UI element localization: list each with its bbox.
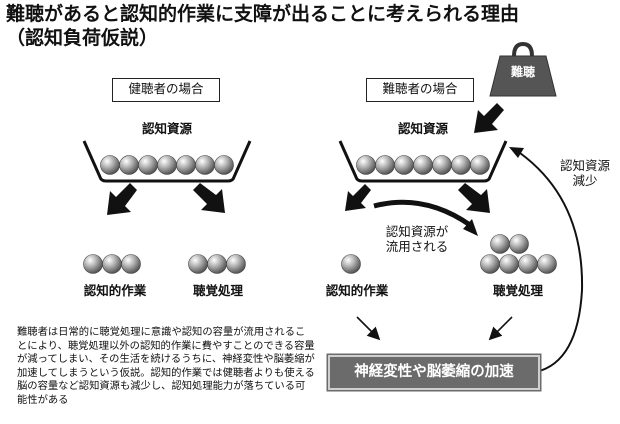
right-panel-header: 難聴者の場合: [366, 78, 474, 102]
left-resource-label: 認知資源: [141, 121, 192, 136]
right-bowl: [338, 140, 508, 183]
left-arrow-to-task: [107, 183, 137, 215]
left-task-balls: [83, 254, 141, 274]
reduction-label-line-1: 認知資源: [559, 158, 610, 173]
right-resource-label: 認知資源: [397, 121, 448, 136]
left-arrow-to-hearing: [193, 183, 225, 213]
right-hearing-label: 聴覚処理: [492, 283, 543, 298]
right-arrow-to-task: [345, 184, 371, 211]
description-text: 難聴者は日常的に聴覚処理に意識や認知の容量が流用されることにより、聴覚処理以外の…: [17, 326, 315, 406]
diverted-label-line-2: 流用される: [385, 239, 449, 254]
diverted-label-line-1: 認知資源が: [385, 224, 449, 239]
feedback-loop-arrow-head: [509, 147, 524, 158]
result-banner: 神経変性や脳萎縮の加速: [328, 355, 540, 390]
left-hearing-balls: [188, 254, 246, 274]
feedback-loop-arrow: [519, 152, 584, 373]
right-hearing-balls: [480, 234, 557, 274]
hearing-to-banner-arrow: [488, 316, 513, 341]
title-line-2: （認知負荷仮説）: [6, 27, 159, 49]
task-to-banner-arrow: [356, 316, 381, 341]
reduction-label-line-2: 減少: [572, 173, 598, 188]
left-resource-balls: [100, 155, 234, 175]
right-task-ball: [341, 254, 361, 274]
weight-press-arrow: [474, 103, 504, 133]
right-arrow-to-hearing: [458, 183, 490, 213]
weight-label: 難聴: [510, 65, 535, 79]
diversion-arrow-head: [463, 219, 478, 236]
left-task-label: 認知的作業: [83, 283, 147, 298]
left-hearing-label: 聴覚処理: [192, 283, 243, 298]
weight-icon: [489, 41, 557, 97]
left-panel-header: 健聴者の場合: [112, 78, 220, 102]
right-task-label: 認知的作業: [325, 283, 389, 298]
diversion-arrow: [373, 199, 472, 228]
right-resource-balls: [356, 155, 490, 175]
left-bowl: [82, 140, 252, 183]
title-line-1: 難聴があると認知的作業に支障が出ることに考えられる理由: [6, 3, 520, 25]
